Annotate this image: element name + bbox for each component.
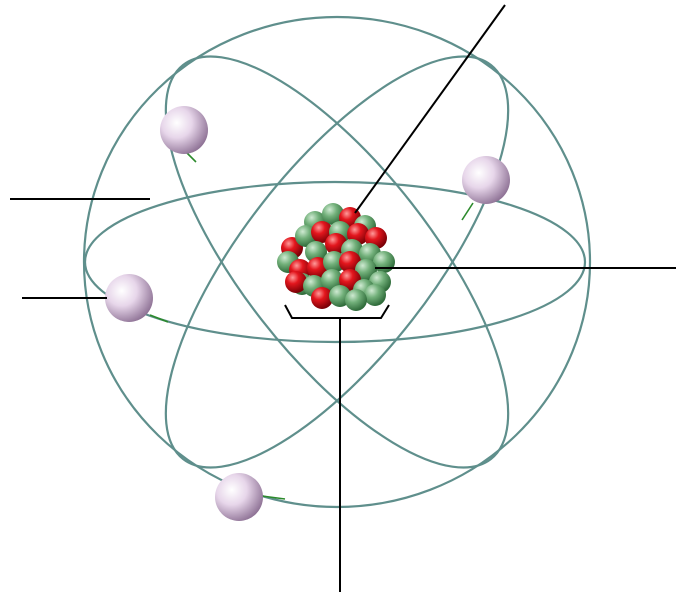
proton-23 [285,271,307,293]
neutron-28 [364,284,386,306]
electron-left [105,274,153,322]
leader-line-proton [354,4,506,214]
electron-trails [149,149,474,500]
neutron-31 [345,289,367,311]
proton-29 [311,287,333,309]
nucleus-bracket [284,304,390,319]
orbit-horizontal [83,180,587,344]
orbit-tilted-right [164,55,510,469]
neutron-1 [322,203,344,225]
electrons [105,106,510,521]
trail-right [461,202,474,221]
trail-bottom [261,495,286,500]
label-lines [10,4,676,592]
electron-right [462,156,510,204]
electron-bottom [215,473,263,521]
orbit-tilted-left [164,55,510,469]
neutron-19 [323,251,345,273]
orbits [82,15,592,509]
nucleus [277,203,395,311]
neutron-12 [305,241,327,263]
electron-top-left [160,106,208,154]
trail-left [149,314,169,323]
